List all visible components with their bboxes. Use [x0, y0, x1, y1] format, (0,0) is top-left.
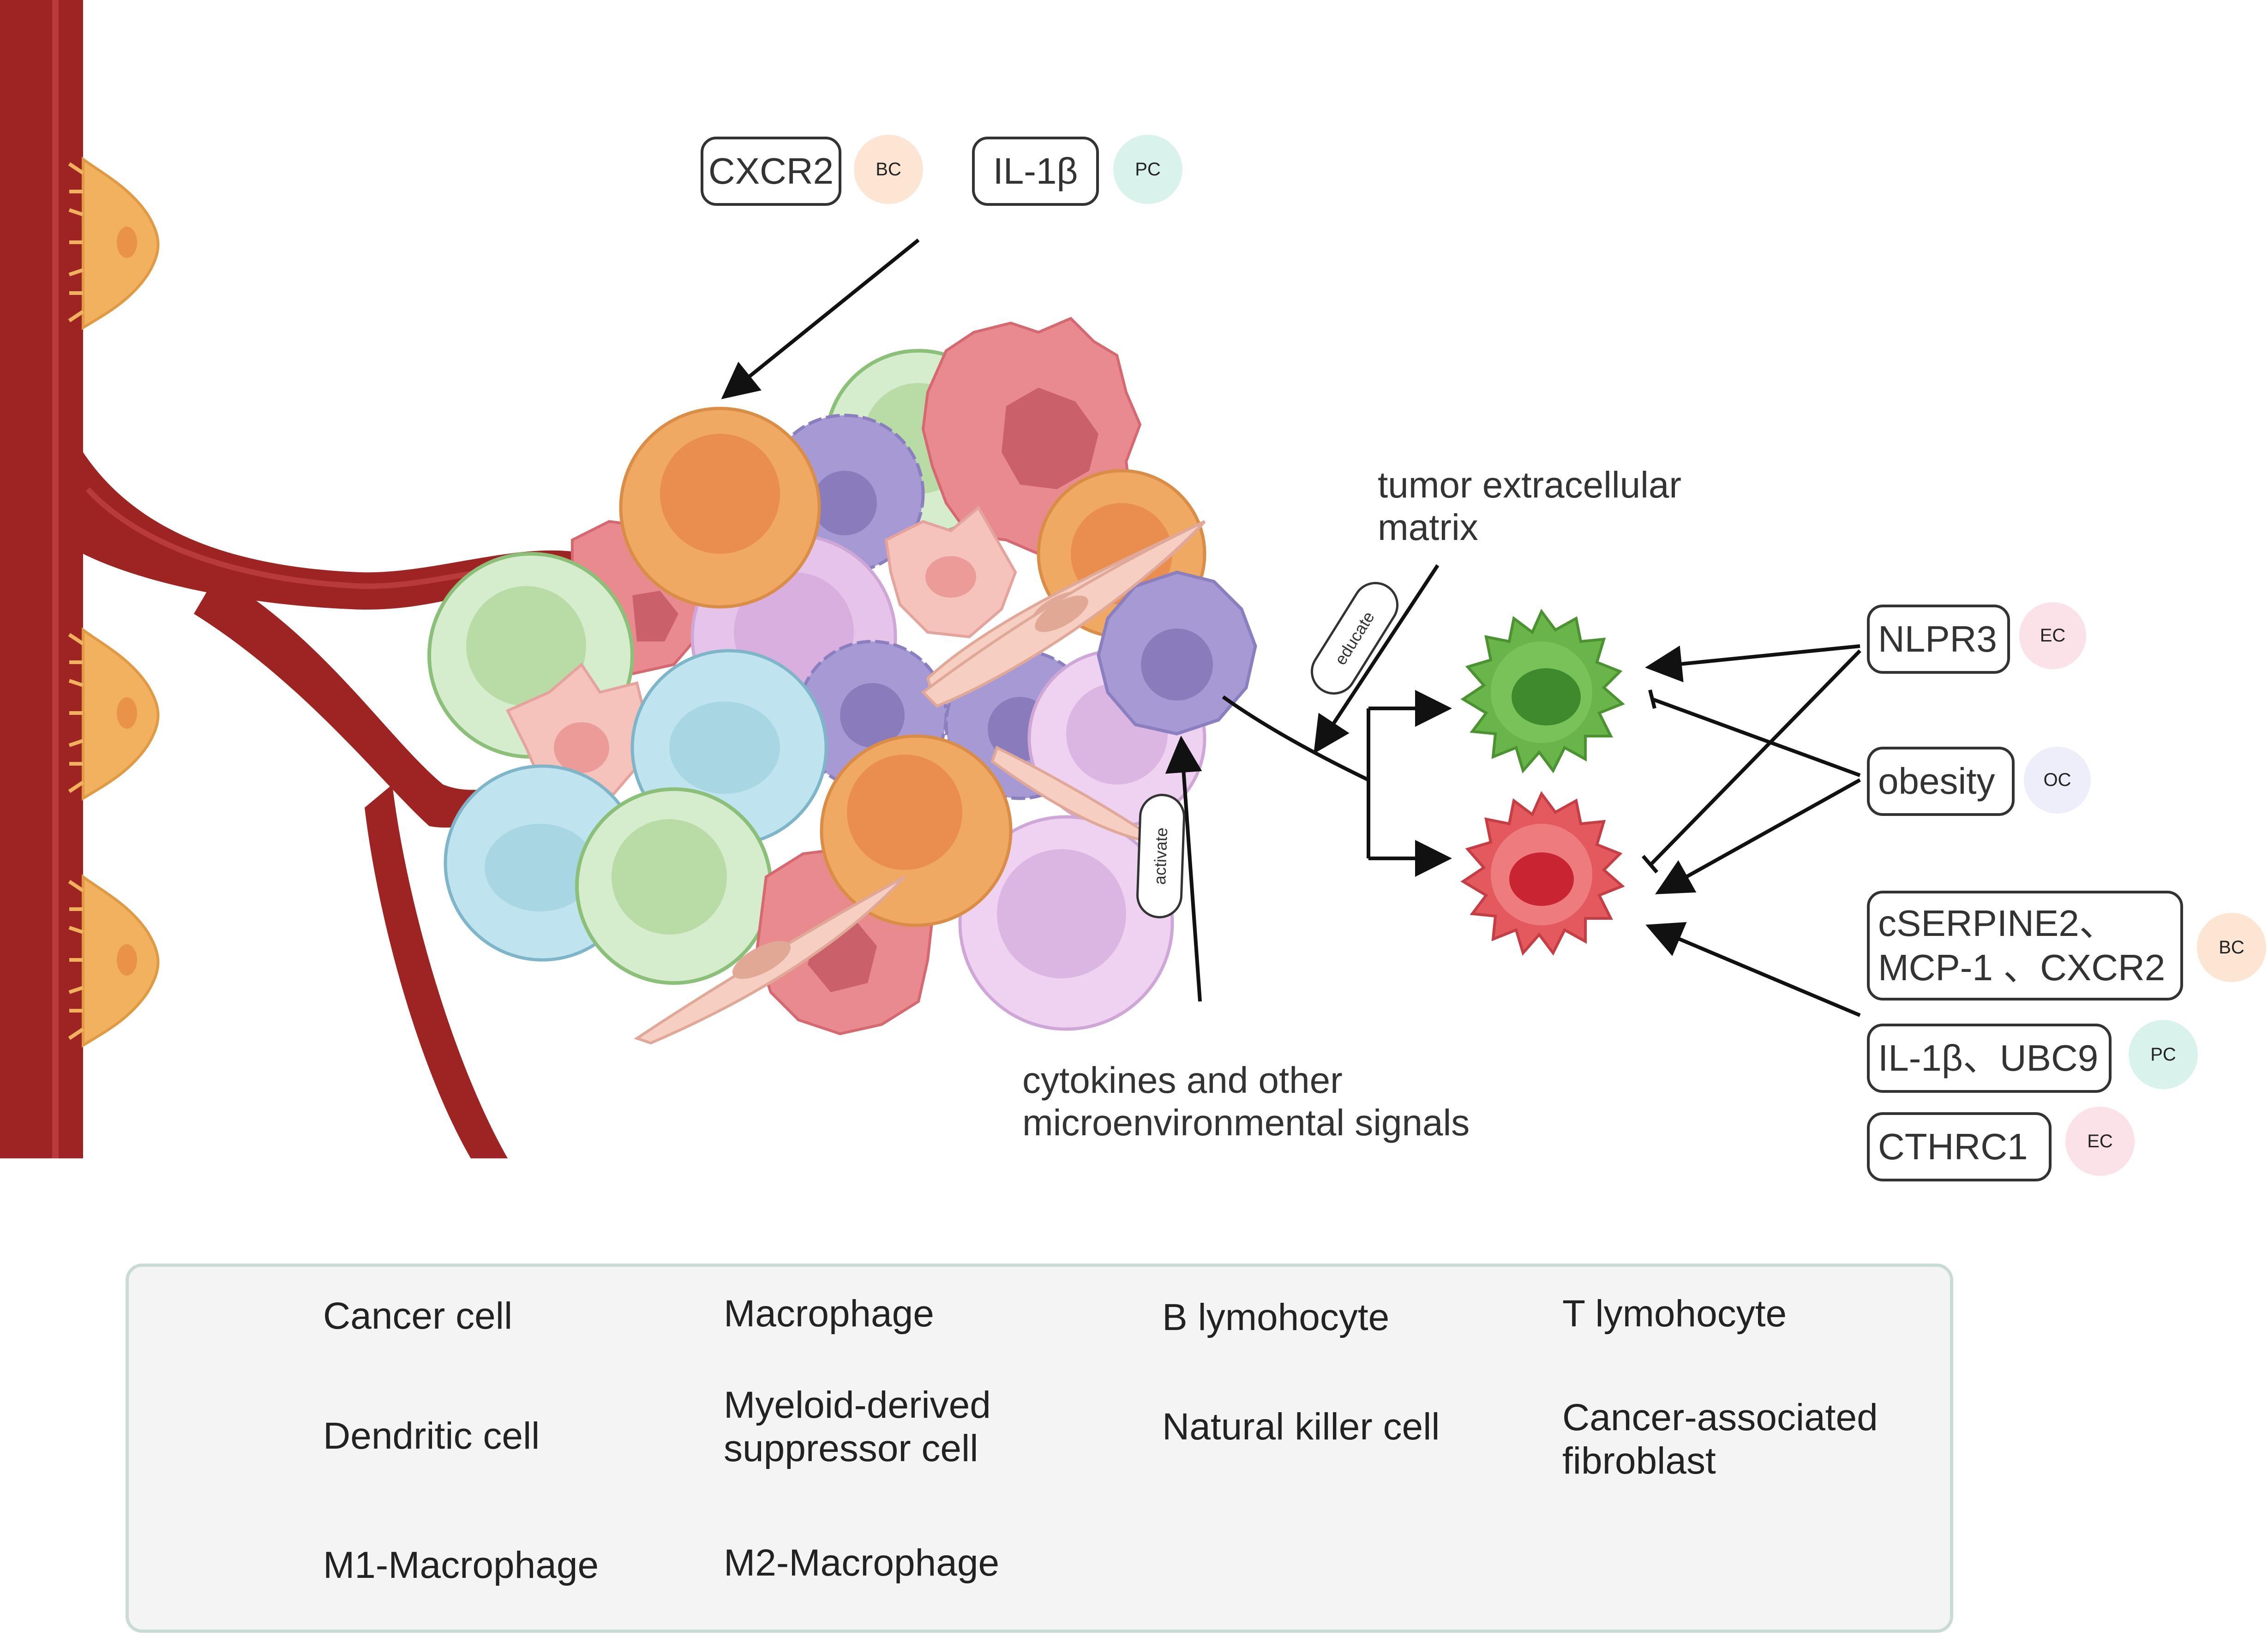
- inhibit-obesity-to-m1: [1651, 697, 1861, 777]
- factor-box-il1b-ubc9: IL-1β、UBC9: [1867, 1024, 2112, 1093]
- activate-label: activate: [1150, 827, 1171, 885]
- tag-label: BC: [876, 159, 901, 180]
- tag-oc: OC: [2024, 747, 2091, 814]
- cytokines-label-line2: microenvironmental signals: [1022, 1102, 1470, 1143]
- m2-macrophage: [1460, 791, 1625, 956]
- marker-label: IL-1β: [993, 150, 1078, 192]
- arrow-factors-to-m2: [1645, 922, 1861, 1017]
- tag-label: PC: [1135, 159, 1161, 180]
- tme-label-line2: matrix: [1378, 507, 1478, 548]
- endothelial-cell: [68, 156, 160, 330]
- factor-box-cserpine2: cSERPINE2、 MCP-1 、CXCR2: [1867, 891, 2183, 1001]
- legend-label-caf-line1: Cancer-associated: [1562, 1396, 1878, 1438]
- factor-label: IL-1β、UBC9: [1878, 1037, 2099, 1079]
- mdsc: [820, 734, 1013, 927]
- arrow-obesity-to-m2: [1655, 778, 1861, 894]
- tag-label: BC: [2219, 937, 2244, 958]
- legend-label-cancer-cell: Cancer cell: [323, 1295, 513, 1337]
- legend-label-caf: Cancer-associated fibroblast: [1562, 1396, 1878, 1483]
- legend-label-macrophage: Macrophage: [724, 1293, 934, 1335]
- activate-pill: activate: [1135, 793, 1186, 919]
- b-lymphocyte: [958, 815, 1174, 1031]
- tag-label: OC: [2043, 770, 2071, 790]
- legend-label-m1-macrophage: M1-Macrophage: [323, 1544, 599, 1586]
- marker-box-il1b: IL-1β: [972, 137, 1099, 206]
- legend-label-nk-cell: Natural killer cell: [1162, 1406, 1440, 1448]
- legend-label-mdsc-line1: Myeloid-derived: [724, 1384, 991, 1426]
- factor-label: obesity: [1878, 761, 1995, 802]
- tag-ec: EC: [2065, 1107, 2135, 1176]
- legend-panel: [126, 1264, 1953, 1633]
- legend-label-caf-line2: fibroblast: [1562, 1440, 1716, 1482]
- vessel-branch-middle: [194, 575, 512, 828]
- tag-pc: PC: [2129, 1020, 2198, 1089]
- cytokines-label-line1: cytokines and other: [1022, 1060, 1343, 1101]
- marker-label: CXCR2: [708, 150, 834, 192]
- inhibit-bar-m1: [1648, 689, 1656, 709]
- macrophage: [1097, 570, 1257, 736]
- factor-label: NLPR3: [1878, 618, 1997, 659]
- factor-label-line2: MCP-1 、CXCR2: [1878, 947, 2166, 988]
- inhibit-nlpr3-to-m2: [1649, 649, 1861, 867]
- legend-label-mdsc: Myeloid-derived suppressor cell: [724, 1384, 991, 1471]
- legend-label-mdsc-line2: suppressor cell: [724, 1427, 978, 1470]
- tag-bc: BC: [2197, 913, 2266, 982]
- diagram-arrows: [721, 238, 1861, 1017]
- tag-ec: EC: [2019, 602, 2086, 669]
- mdsc: [619, 407, 821, 609]
- arrow-top-markers-to-mdsc: [721, 238, 920, 400]
- vessel-trunk: [0, 0, 83, 1158]
- vessel-branch-upper: [83, 452, 572, 610]
- tag-label: EC: [2087, 1131, 2113, 1151]
- legend-label-m2-macrophage: M2-Macrophage: [724, 1542, 1000, 1584]
- legend-label-b-lymphocyte: B lymohocyte: [1162, 1296, 1390, 1338]
- arrow-activate: [1165, 736, 1202, 1002]
- legend-label-t-lymphocyte: T lymohocyte: [1562, 1293, 1787, 1335]
- inhibit-bar-m2: [1641, 855, 1659, 874]
- vessel-branch-lower: [365, 785, 508, 1158]
- caf: [634, 875, 906, 1045]
- factor-box-obesity: obesity: [1867, 747, 2015, 816]
- tag-bc: BC: [854, 135, 923, 204]
- tag-label: EC: [2040, 625, 2066, 646]
- marker-box-cxcr2: CXCR2: [701, 137, 841, 206]
- arrow-nlpr3-to-m1: [1645, 644, 1860, 683]
- arrow-tme-to-branch: [1314, 564, 1440, 754]
- legend-label-dendritic-cell: Dendritic cell: [323, 1415, 540, 1457]
- factor-label-line1: cSERPINE2、: [1878, 903, 2116, 944]
- factor-box-cthrc1: CTHRC1: [1867, 1112, 2052, 1181]
- endothelial-cell: [68, 627, 160, 801]
- factor-box-nlpr3: NLPR3: [1867, 605, 2010, 674]
- t-lymphocyte: [575, 787, 773, 985]
- factor-label: CTHRC1: [1878, 1126, 2028, 1167]
- endothelial-cell: [68, 874, 160, 1048]
- tme-label: tumor extracellular matrix: [1378, 464, 1681, 549]
- m1-macrophage: [1460, 609, 1625, 774]
- caf: [921, 520, 1206, 708]
- tag-label: PC: [2150, 1044, 2176, 1065]
- tag-pc: PC: [1113, 135, 1182, 204]
- tme-label-line1: tumor extracellular: [1378, 464, 1682, 505]
- dendritic-cell: [884, 505, 1017, 639]
- tumor-cluster: [427, 317, 1257, 1045]
- cytokines-label: cytokines and other microenvironmental s…: [1022, 1059, 1470, 1144]
- arrow-macrophage-to-branch: [1222, 695, 1369, 782]
